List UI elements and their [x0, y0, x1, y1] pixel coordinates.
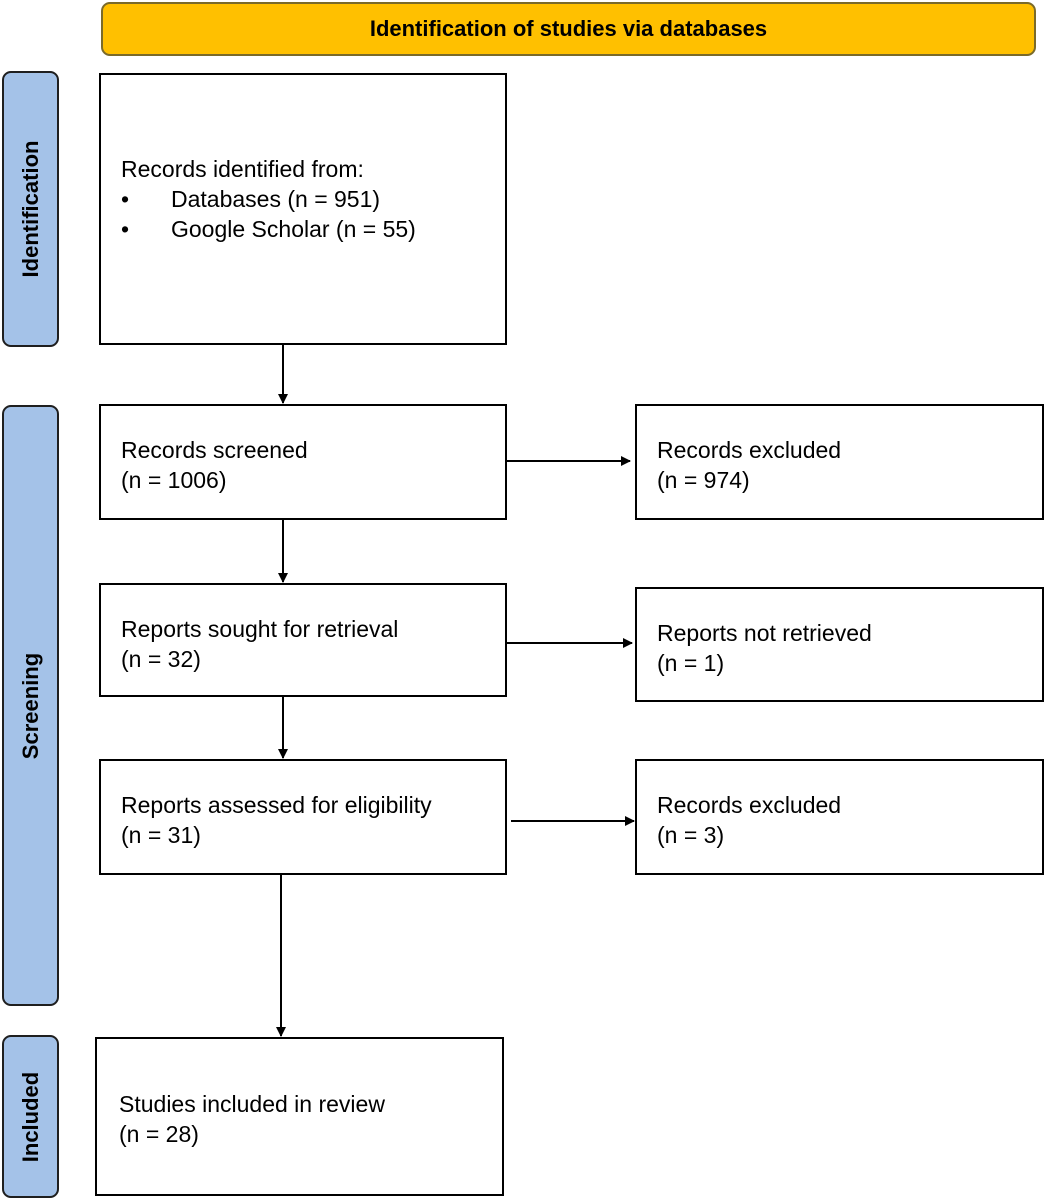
- records-screened-label: Records screened: [121, 437, 308, 463]
- reports-assessed-label: Reports assessed for eligibility: [121, 792, 432, 818]
- reports-not-retrieved-label: Reports not retrieved: [657, 620, 872, 646]
- reports-not-retrieved-box: Reports not retrieved (n = 1): [635, 587, 1044, 702]
- studies-included-label: Studies included in review: [119, 1091, 385, 1117]
- header-bar: Identification of studies via databases: [101, 2, 1036, 56]
- records-identified-title: Records identified from:: [121, 156, 364, 182]
- bullet-google-scholar: • Google Scholar (n = 55): [121, 214, 495, 244]
- phase-identification: Identification: [2, 71, 59, 347]
- bullet-google-scholar-text: Google Scholar (n = 55): [171, 216, 416, 242]
- phase-screening: Screening: [2, 405, 59, 1006]
- records-excluded-eligibility-label: Records excluded: [657, 792, 842, 818]
- bullet-icon: •: [121, 216, 130, 242]
- bullet-databases: • Databases (n = 951): [121, 184, 495, 214]
- records-excluded-box: Records excluded (n = 974): [635, 404, 1044, 520]
- phase-included: Included: [2, 1035, 59, 1198]
- records-excluded-eligibility-box: Records excluded (n = 3): [635, 759, 1044, 875]
- reports-assessed-count: (n = 31): [121, 822, 201, 848]
- records-identified-box: Records identified from: • Databases (n …: [99, 73, 507, 345]
- reports-sought-count: (n = 32): [121, 646, 201, 672]
- reports-sought-box: Reports sought for retrieval (n = 32): [99, 583, 507, 697]
- records-screened-box: Records screened (n = 1006): [99, 404, 507, 520]
- records-excluded-eligibility-count: (n = 3): [657, 822, 725, 848]
- bullet-icon: •: [121, 186, 130, 212]
- reports-not-retrieved-count: (n = 1): [657, 650, 725, 676]
- records-excluded-count: (n = 974): [657, 467, 750, 493]
- studies-included-box: Studies included in review (n = 28): [95, 1037, 504, 1196]
- records-excluded-label: Records excluded: [657, 437, 842, 463]
- reports-assessed-box: Reports assessed for eligibility (n = 31…: [99, 759, 507, 875]
- records-screened-count: (n = 1006): [121, 467, 227, 493]
- header-title: Identification of studies via databases: [369, 16, 768, 41]
- reports-sought-label: Reports sought for retrieval: [121, 616, 399, 642]
- bullet-databases-text: Databases (n = 951): [171, 186, 381, 212]
- studies-included-count: (n = 28): [119, 1121, 199, 1147]
